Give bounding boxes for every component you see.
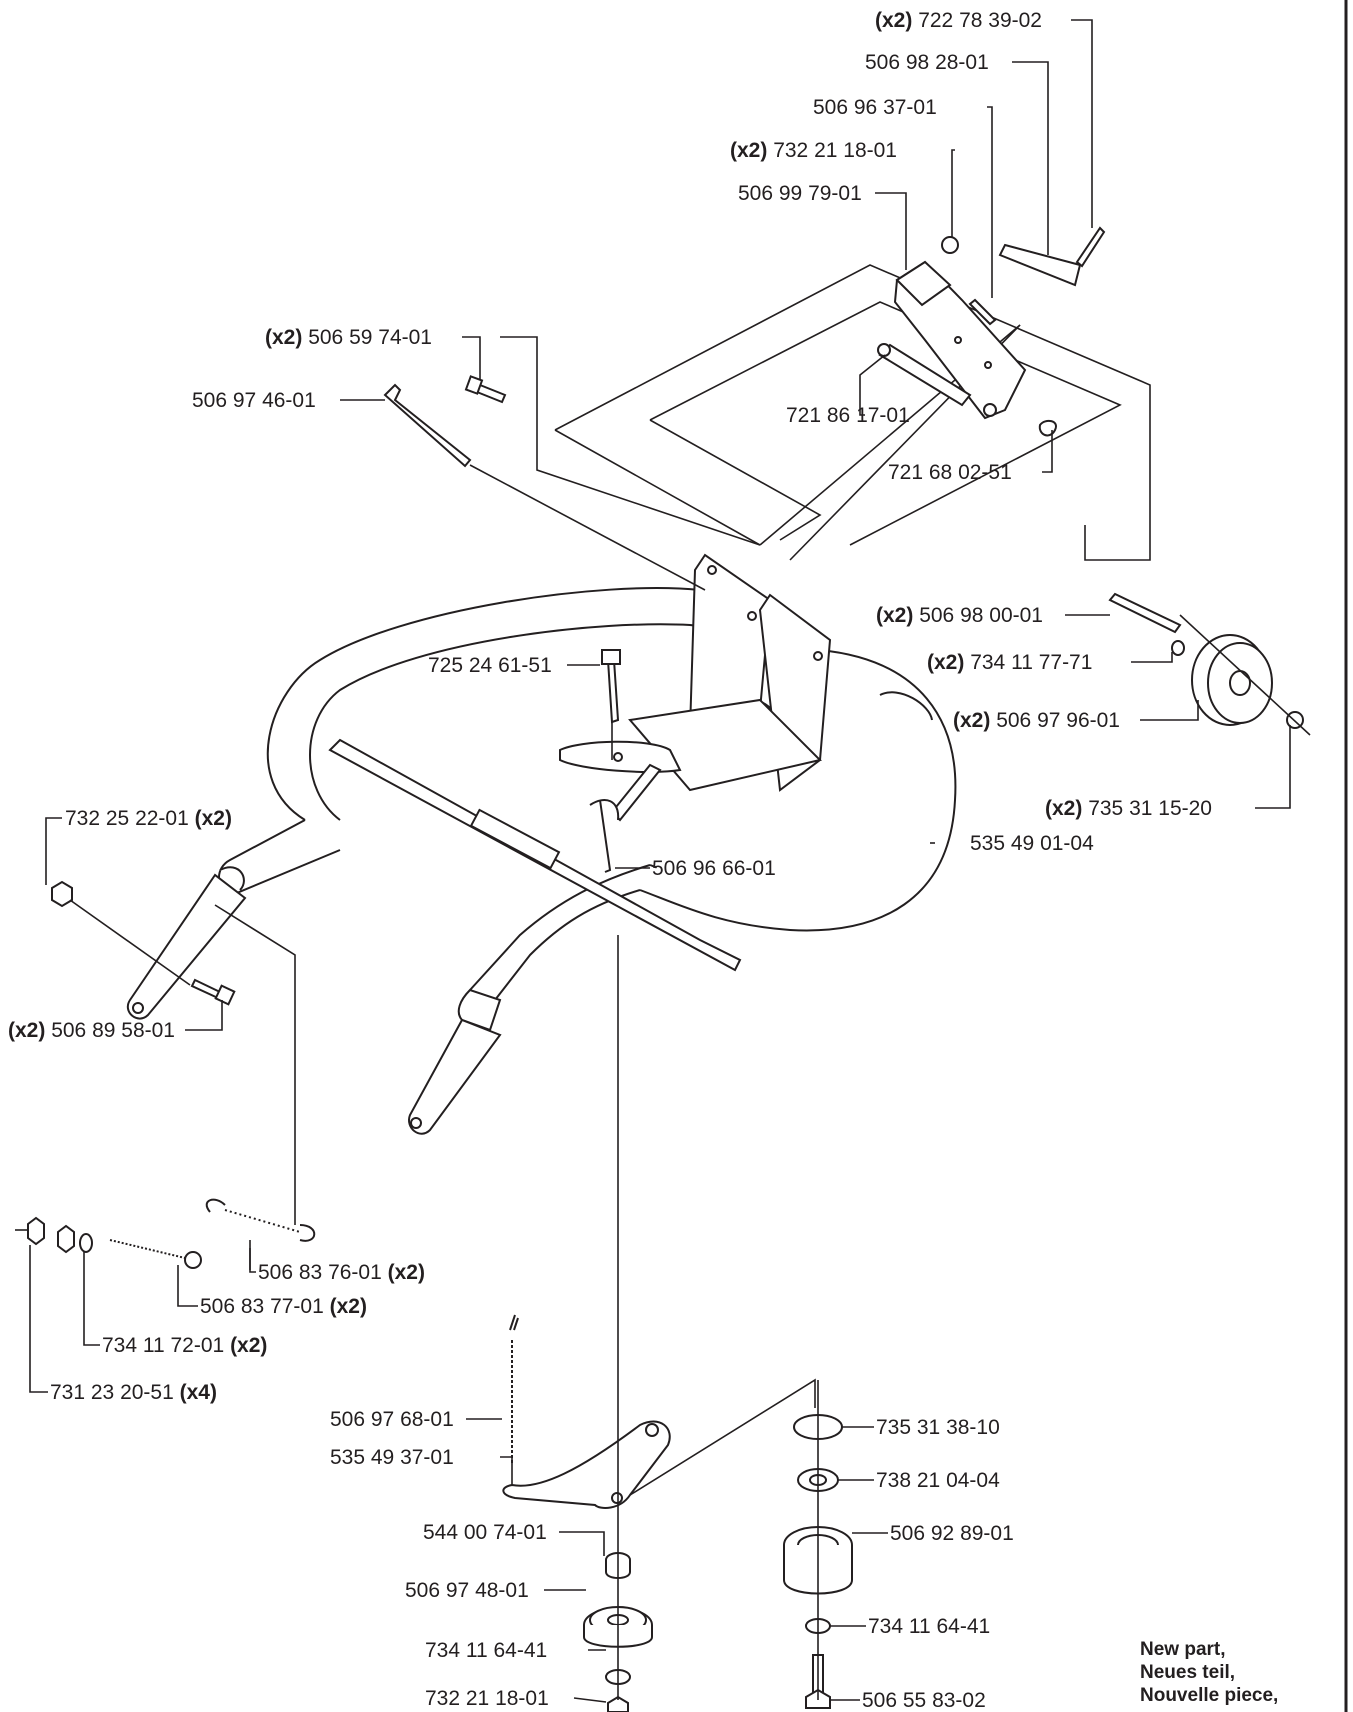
label-722-78-39-02: (x2) 722 78 39-02 bbox=[875, 9, 1042, 32]
label-731-23-20-51: 731 23 20-51 (x4) bbox=[50, 1381, 217, 1404]
label-725-24-61-51: 725 24 61-51 bbox=[428, 654, 552, 677]
label-544-00-74-01: 544 00 74-01 bbox=[423, 1521, 547, 1544]
label-506-97-68-01: 506 97 68-01 bbox=[330, 1408, 454, 1431]
label-535-49-37-01: 535 49 37-01 bbox=[330, 1446, 454, 1469]
leader-lines bbox=[15, 19, 1311, 1703]
idler-arm bbox=[502, 1420, 671, 1509]
cable bbox=[589, 799, 620, 873]
label-506-55-83-02: 506 55 83-02 bbox=[862, 1689, 986, 1712]
screw-top bbox=[1075, 226, 1106, 268]
label-735-31-38-10: 735 31 38-10 bbox=[876, 1416, 1000, 1439]
label-734-11-72-01: 734 11 72-01 (x2) bbox=[102, 1334, 267, 1357]
spring-small bbox=[968, 298, 997, 326]
new-part-note: New part, Neues teil, Nouvelle piece, bbox=[1140, 1639, 1278, 1706]
label-506-89-58-01: (x2) 506 89 58-01 bbox=[8, 1019, 175, 1042]
handle-frame bbox=[127, 587, 957, 1135]
label-738-21-04-04: 738 21 04-04 bbox=[876, 1469, 1000, 1492]
note-line-2: Neues teil, bbox=[1140, 1662, 1235, 1683]
rod bbox=[383, 383, 472, 468]
label-506-98-28-01: 506 98 28-01 bbox=[865, 51, 989, 74]
label-506-97-96-01: (x2) 506 97 96-01 bbox=[953, 709, 1120, 732]
nut-top bbox=[941, 236, 959, 254]
cover-plate bbox=[998, 243, 1082, 287]
label-506-59-74-01: (x2) 506 59 74-01 bbox=[265, 326, 432, 349]
label-506-92-89-01: 506 92 89-01 bbox=[890, 1522, 1014, 1545]
label-506-83-77-01: 506 83 77-01 (x2) bbox=[200, 1295, 367, 1318]
label-506-96-37-01: 506 96 37-01 bbox=[813, 96, 937, 119]
pivot-housing bbox=[893, 260, 1027, 420]
label-506-99-79-01: 506 99 79-01 bbox=[738, 182, 862, 205]
label-506-83-76-01: 506 83 76-01 (x2) bbox=[258, 1261, 425, 1284]
center-bracket bbox=[559, 553, 832, 822]
label-506-97-46-01: 506 97 46-01 bbox=[192, 389, 316, 412]
label-506-98-00-01: (x2) 506 98 00-01 bbox=[876, 604, 1043, 627]
bolt-left bbox=[190, 978, 222, 1000]
wheel-assembly bbox=[1108, 592, 1304, 729]
note-line-1: New part, bbox=[1140, 1639, 1226, 1660]
label-506-96-66-01: 506 96 66-01 bbox=[652, 857, 776, 880]
note-line-3: Nouvelle piece, bbox=[1140, 1685, 1278, 1706]
label-732-25-22-01: 732 25 22-01 (x2) bbox=[65, 807, 232, 830]
spring-assembly bbox=[27, 1198, 316, 1269]
label-721-86-17-01: 721 86 17-01 bbox=[786, 404, 910, 427]
label-734-11-64-41-left: 734 11 64-41 bbox=[425, 1639, 547, 1662]
label-735-31-15-20: (x2) 735 31 15-20 bbox=[1045, 797, 1212, 820]
label-721-68-02-51: 721 68 02-51 bbox=[888, 461, 1012, 484]
nut-left bbox=[51, 880, 73, 908]
label-734-11-64-41-right: 734 11 64-41 bbox=[868, 1615, 990, 1638]
label-732-21-18-01-bottom: 732 21 18-01 bbox=[425, 1687, 549, 1710]
label-535-49-01-04: 535 49 01-04 bbox=[970, 832, 1094, 855]
nut-bottom bbox=[607, 1695, 629, 1712]
clip-top bbox=[1038, 419, 1057, 437]
label-734-11-77-71: (x2) 734 11 77-71 bbox=[927, 651, 1092, 674]
label-506-97-48-01: 506 97 48-01 bbox=[405, 1579, 529, 1602]
label-732-21-18-01-top: (x2) 732 21 18-01 bbox=[730, 139, 897, 162]
part-labels: (x2) 722 78 39-02 506 98 28-01 506 96 37… bbox=[8, 9, 1212, 1712]
